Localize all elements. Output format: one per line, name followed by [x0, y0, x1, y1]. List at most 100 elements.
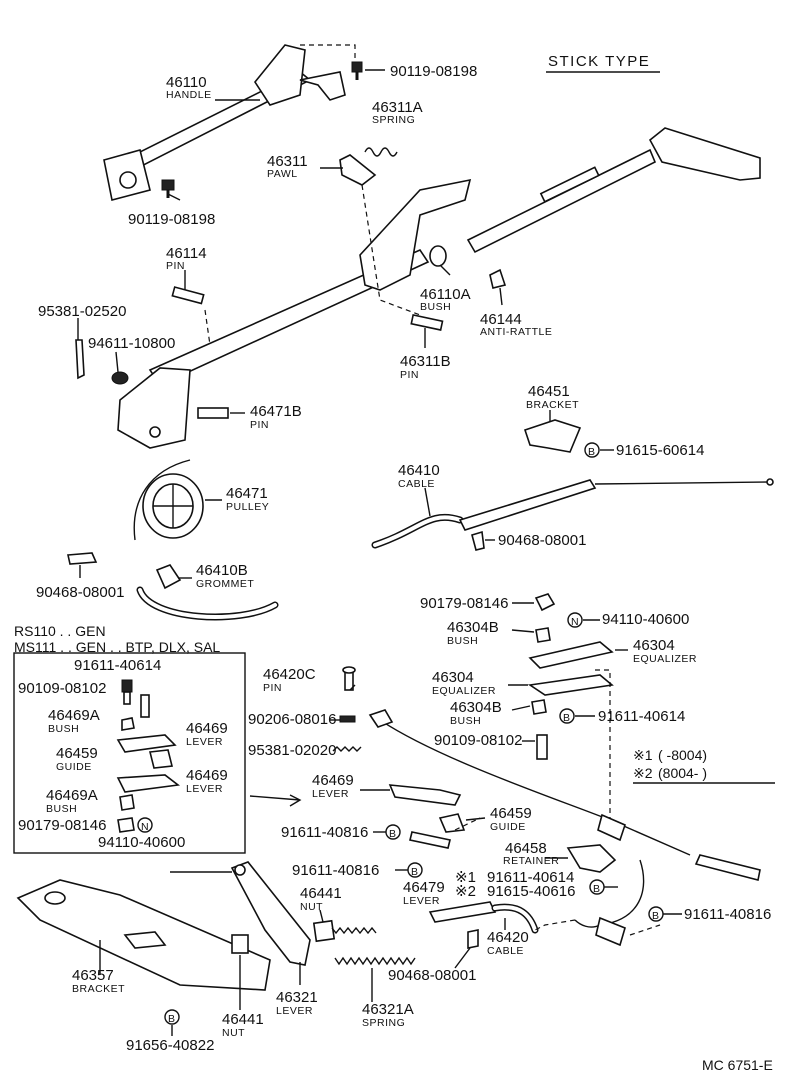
name-cable-46420: CABLE [487, 945, 524, 957]
name-equalizer-upper: EQUALIZER [633, 653, 697, 665]
pn-46304-lower: 46304 [432, 669, 474, 686]
pn-46311: 46311 [267, 153, 308, 170]
equalizer-46304-upper-drawing [528, 641, 614, 669]
pn-46144: 46144 [480, 311, 522, 328]
name-retainer: RETAINER [503, 855, 559, 867]
bush-46304b-top-drawing [535, 627, 551, 643]
pn-94611-10800: 94611-10800 [88, 335, 175, 352]
pn-90119-left: 90119-08198 [128, 211, 215, 228]
pn-46441-lower: 46441 [222, 1011, 264, 1028]
svg-text:N: N [571, 616, 579, 628]
inset-pn-94110-40600: 94110-40600 [98, 834, 185, 851]
svg-text:B: B [389, 828, 397, 840]
spring-46311a-drawing [364, 147, 398, 157]
name-bush-46304b-top: BUSH [447, 635, 478, 647]
lever-46321-drawing [170, 861, 311, 966]
inset-name-bush-top: BUSH [48, 723, 79, 735]
equalizer-46304-lower-drawing [527, 674, 614, 696]
pin-46311b-drawing [410, 314, 444, 331]
svg-text:N: N [141, 821, 149, 833]
pin-46471b-drawing [197, 407, 229, 419]
pn-91611-40614-main: 91611-40614 [598, 708, 685, 725]
bolt-90109-drawing [536, 734, 548, 760]
symbol-n-94110-inset: N [137, 817, 153, 833]
assembly-dashed-line-2 [204, 309, 211, 346]
pn-95381-02520: 95381-02520 [38, 303, 126, 320]
pn-91611-40816-a: 91611-40816 [281, 824, 368, 841]
name-pulley: PULLEY [226, 501, 269, 513]
pn-46304-upper: 46304 [633, 637, 675, 654]
name-pin-46311b: PIN [400, 369, 419, 381]
name-pin-46420c: PIN [263, 682, 282, 694]
svg-text:B: B [588, 446, 596, 458]
lever-46479-drawing [409, 831, 451, 849]
pn-46110: 46110 [166, 74, 207, 91]
guide-46459-main-drawing [438, 813, 481, 833]
inset-pn-46459: 46459 [56, 745, 98, 762]
pn-95381-02020: 95381-02020 [248, 742, 336, 759]
bracket-46357-drawing [16, 879, 271, 991]
pn-46471b: 46471B [250, 403, 302, 420]
cable-46410-drawing [136, 478, 774, 621]
pin-46114-drawing [171, 286, 205, 305]
nut-90179-drawing [534, 593, 556, 612]
pn-90119-top: 90119-08198 [390, 63, 477, 80]
pn-46110a: 46110A [420, 286, 471, 303]
name-bush-46304b-bottom: BUSH [450, 715, 481, 727]
pn-46479: 46479 [403, 879, 445, 896]
pn-46304b-top: 46304B [447, 619, 499, 636]
pn-91611-40816-b: 91611-40816 [292, 862, 379, 879]
mark-note-2: ※2 [455, 883, 476, 900]
nut-46441-upper-drawing [312, 919, 336, 943]
cable-46420-drawing [428, 859, 661, 947]
name-pawl: PAWL [267, 168, 298, 180]
clip-90468-left [67, 552, 98, 565]
pn-46441-upper: 46441 [300, 885, 342, 902]
pn-46469-main: 46469 [312, 772, 354, 789]
pn-91656-40822: 91656-40822 [126, 1037, 214, 1054]
bolt-90119-top [351, 61, 363, 80]
bush-46304b-bottom-drawing [531, 699, 547, 715]
clip-90468-lower [467, 929, 479, 949]
bolt-90206-drawing [339, 715, 356, 723]
pn-46458: 46458 [505, 840, 547, 857]
pn-90179-main: 90179-08146 [420, 595, 508, 612]
pn-90109-main: 90109-08102 [434, 732, 522, 749]
stick-handle-drawing [466, 127, 761, 254]
name-nut-46441-lower: NUT [222, 1027, 245, 1039]
name-lever-46321: LEVER [276, 1005, 313, 1017]
pn-46114: 46114 [166, 245, 207, 262]
name-anti-rattle: ANTI-RATTLE [480, 326, 552, 338]
lever-46469-main-drawing [388, 784, 462, 806]
symbol-b-91615-60614: B [584, 442, 600, 458]
symbol-b-91611-40816-a: B [385, 824, 401, 840]
symbol-b-91611-40816-c: B [648, 906, 664, 922]
inset-pn-91611-40614: 91611-40614 [74, 657, 161, 674]
pn-46471: 46471 [226, 485, 268, 502]
pin-46420c-drawing [342, 666, 356, 691]
pn-90468-lower: 90468-08001 [388, 967, 476, 984]
retainer-46458-drawing [566, 844, 617, 873]
name-handle: HANDLE [166, 89, 212, 101]
pn-46311a: 46311A [372, 99, 423, 116]
name-nut-46441-upper: NUT [300, 901, 323, 913]
name-bracket-46451: BRACKET [526, 399, 579, 411]
name-bush-46110a: BUSH [420, 301, 451, 313]
pn-90468-mid: 90468-08001 [498, 532, 586, 549]
stick-bracket-drawing [117, 178, 472, 449]
grommet-46410b-drawing [155, 564, 182, 590]
svg-text:B: B [411, 866, 419, 878]
anti-rattle-46144-drawing [489, 268, 507, 289]
diagram-title: STICK TYPE [548, 53, 650, 70]
pn-90468-left: 90468-08001 [36, 584, 124, 601]
handle-46110-drawing [103, 44, 356, 201]
pn-91615-60614: 91615-60614 [616, 442, 704, 459]
pn-46357: 46357 [72, 967, 114, 984]
pn-46311b: 46311B [400, 353, 451, 370]
pn-91611-40816-c: 91611-40816 [684, 906, 771, 923]
symbol-n-94110-main: N [567, 612, 583, 628]
pn-46321: 46321 [276, 989, 318, 1006]
spring-46321a-drawing [331, 926, 416, 966]
footer-code: MC 6751-E [702, 1057, 773, 1073]
